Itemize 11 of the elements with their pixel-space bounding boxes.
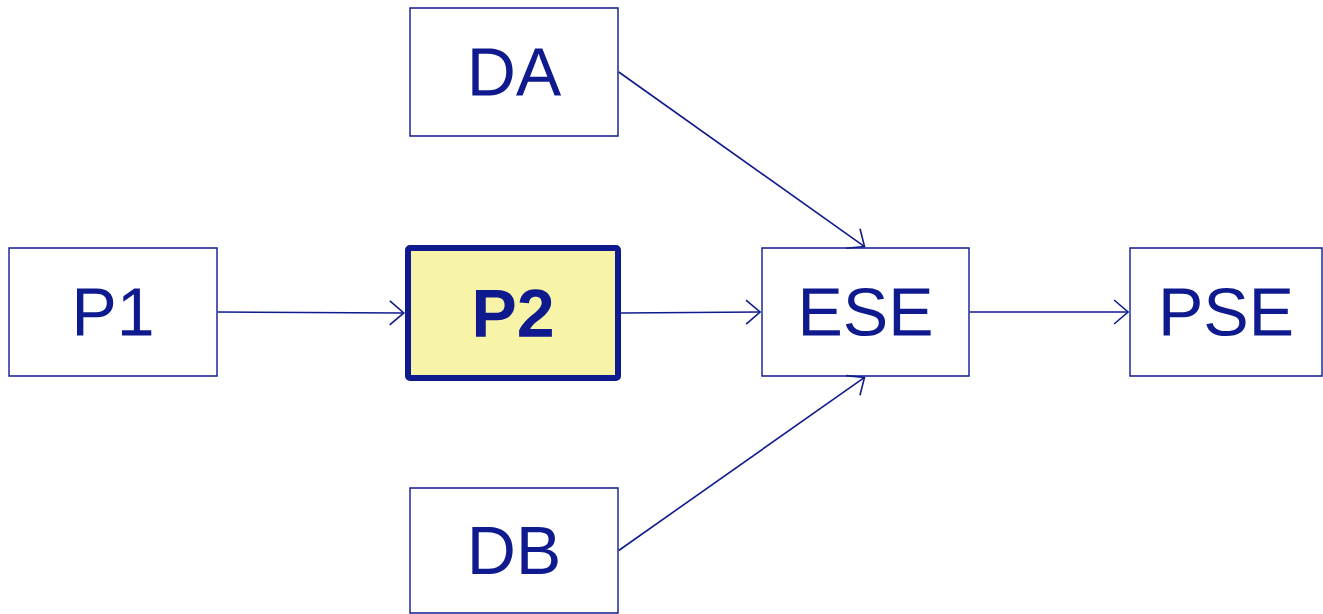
arrow (617, 71, 866, 250)
process-box: P1 (8, 247, 218, 377)
arrow (617, 374, 866, 552)
process-box: PSE (1129, 247, 1323, 377)
process-box: DA (409, 7, 619, 137)
arrow (620, 299, 762, 325)
arrow (968, 299, 1130, 325)
arrow (216, 300, 405, 326)
process-box: ESE (761, 247, 970, 377)
highlighted-box: P2 (405, 245, 621, 381)
process-box: DB (409, 487, 619, 614)
